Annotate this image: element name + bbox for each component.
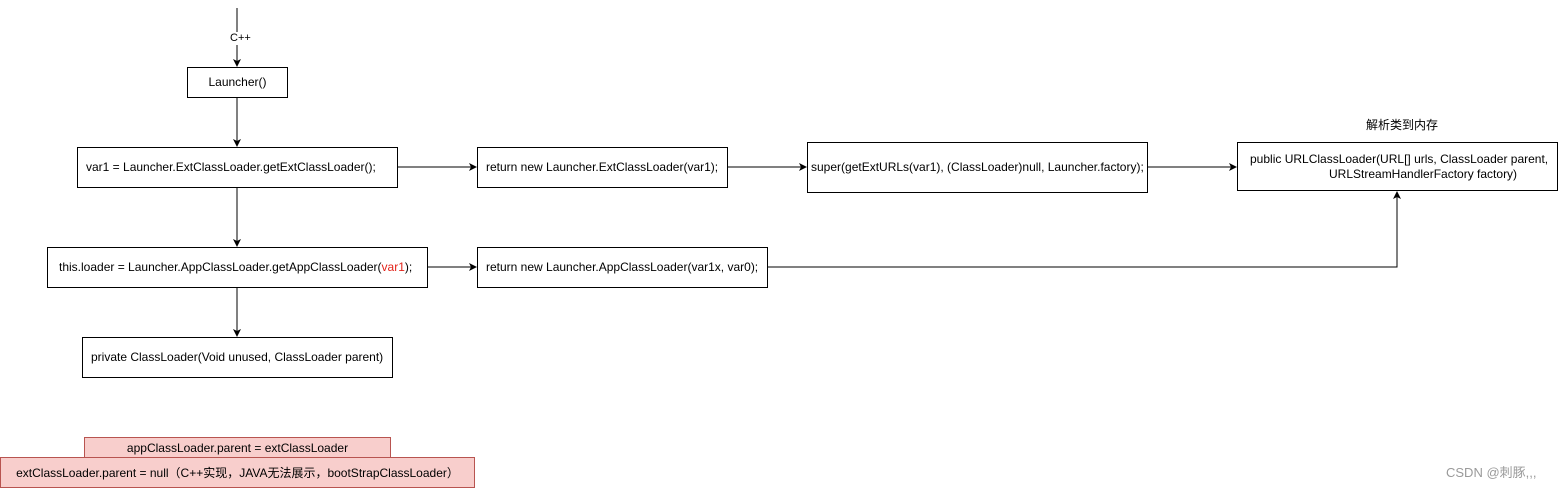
private-ctor-node-label: private ClassLoader(Void unused, ClassLo…: [91, 350, 384, 364]
private-ctor-node: private ClassLoader(Void unused, ClassLo…: [82, 337, 393, 378]
app-get-arg: var1: [381, 260, 405, 274]
ext-get-node-label: var1 = Launcher.ExtClassLoader.getExtCla…: [86, 160, 376, 174]
app-get-prefix: this.loader = Launcher.AppClassLoader.ge…: [59, 260, 382, 274]
app-parent-note-label: appClassLoader.parent = extClassLoader: [126, 440, 349, 455]
ext-new-node: return new Launcher.ExtClassLoader(var1)…: [477, 147, 728, 188]
url-classloader-node: public URLClassLoader(URL[] urls, ClassL…: [1237, 142, 1558, 191]
app-new-node: return new Launcher.AppClassLoader(var1x…: [477, 247, 768, 288]
super-call-node: super(getExtURLs(var1), (ClassLoader)nul…: [807, 142, 1148, 193]
url-classloader-line2: URLStreamHandlerFactory factory): [1329, 166, 1518, 181]
ext-parent-note: extClassLoader.parent = null（C++实现，JAVA无…: [0, 457, 475, 488]
watermark: CSDN @刺豚,,,: [1446, 465, 1537, 480]
app-get-node: this.loader = Launcher.AppClassLoader.ge…: [47, 247, 428, 288]
edge-app-new-to-url: [767, 191, 1401, 268]
app-new-node-label: return new Launcher.AppClassLoader(var1x…: [486, 260, 759, 274]
ext-new-node-label: return new Launcher.ExtClassLoader(var1)…: [486, 160, 719, 174]
app-get-suffix: );: [404, 260, 413, 274]
url-classloader-line1: public URLClassLoader(URL[] urls, ClassL…: [1250, 151, 1549, 166]
url-label: 解析类到内存: [1366, 118, 1439, 132]
super-call-node-label: super(getExtURLs(var1), (ClassLoader)nul…: [811, 160, 1144, 174]
ext-parent-note-label: extClassLoader.parent = null（C++实现，JAVA无…: [16, 466, 459, 480]
app-parent-note: appClassLoader.parent = extClassLoader: [84, 437, 391, 458]
app-get-node-label: this.loader = Launcher.AppClassLoader.ge…: [59, 260, 412, 275]
ext-get-node: var1 = Launcher.ExtClassLoader.getExtCla…: [77, 147, 398, 188]
edge-label-cpp: C++: [229, 32, 252, 45]
launcher-node-label: Launcher(): [208, 75, 267, 89]
launcher-node: Launcher(): [187, 67, 288, 98]
